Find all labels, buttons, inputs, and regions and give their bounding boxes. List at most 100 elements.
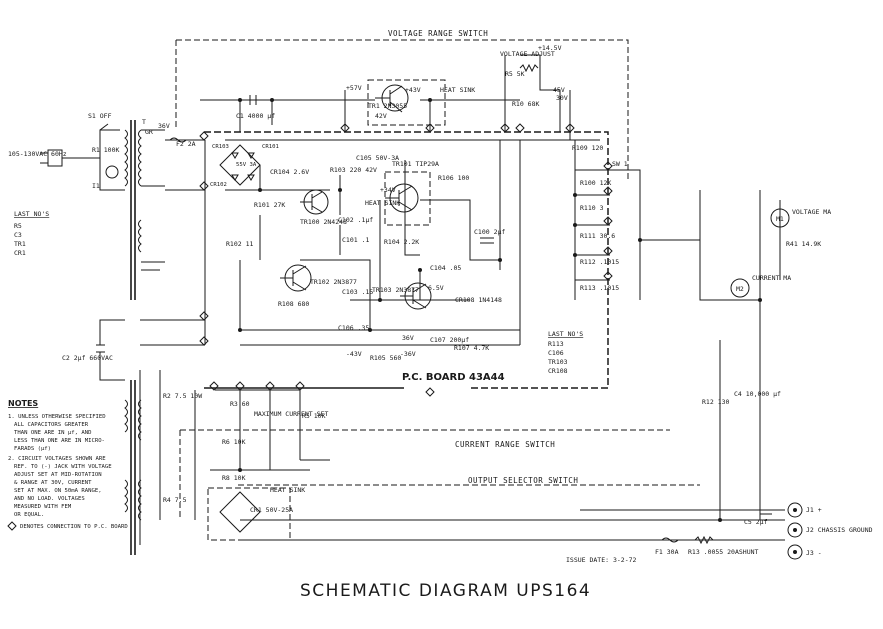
junction-dots <box>238 98 762 522</box>
cr104-label: CR104 2.6V <box>270 168 309 176</box>
r10-label: R10 68K <box>512 100 539 108</box>
potentiometer-r5-icon <box>519 63 539 73</box>
bridge-voltage-label: 55V 3A <box>236 162 257 168</box>
tr101-label: TR101 TIP29A <box>392 160 439 168</box>
last-nos-right-title: LAST NO'S <box>548 330 583 338</box>
output-jack-j2[interactable] <box>787 522 803 538</box>
current-range-switch-frame: CURRENT RANGE SWITCH <box>179 429 670 520</box>
fuse-f1-icon <box>661 537 679 543</box>
notes-body: 1. UNLESS OTHERWISE SPECIFIED ALL CAPACI… <box>8 414 112 518</box>
c105-label: C105 50V-3A <box>356 154 399 162</box>
last-nos-right-3: TR103 <box>548 358 568 366</box>
ammeter-m2-icon <box>730 278 750 298</box>
r3-label: R3 60 <box>230 400 250 408</box>
cr102-label: CR102 <box>210 182 227 188</box>
r105-label: R105 560 <box>370 354 401 362</box>
r112-label: R112 .1015 <box>580 258 619 266</box>
last-nos-left-title: LAST NO'S <box>14 210 49 218</box>
volt-45-label: 45V <box>553 86 565 94</box>
c102-label: C102 .1µf <box>338 216 373 224</box>
note-line: LESS THAN ONE ARE IN MICRO- <box>14 438 105 444</box>
tr103-label: TR103 2N3877 <box>372 286 419 294</box>
r41-label: R41 14.9K <box>786 240 821 248</box>
volt-65-label: 6.5V <box>428 284 444 292</box>
volt-145-label: +14.5V <box>538 44 562 52</box>
transistor-tr100-icon <box>300 189 329 215</box>
volt-43-label: +43V <box>405 86 421 94</box>
cr103-label: CR103 <box>212 144 229 150</box>
pcb-connection-markers <box>199 123 613 397</box>
ammeter-label: CURRENT MA <box>752 274 791 282</box>
c1-label: C1 4000 µf <box>236 112 275 120</box>
tr102-label: TR102 2N3877 <box>310 278 357 286</box>
c5-label: C5 2µf <box>744 518 768 526</box>
c103-label: C103 .15 <box>342 288 373 296</box>
capacitor-c2-label: C2 2µf 660VAC <box>62 354 113 362</box>
r110-label: R110 3 <box>580 204 604 212</box>
transistor-tr103-icon <box>400 282 432 310</box>
voltage-range-switch-label: VOLTAGE RANGE SWITCH <box>388 29 488 38</box>
shunt-r13-icon <box>694 535 714 545</box>
m2-label: M2 <box>736 285 744 293</box>
r109-label: R109 120 <box>572 144 603 152</box>
capacitor-c1-icon <box>249 95 257 105</box>
mains-label: 105-130VAC 60Hz <box>8 150 67 158</box>
tr1-label: TR1 2N3055 <box>368 102 407 110</box>
c107-label: C107 200µf <box>430 336 469 344</box>
output-jack-j3[interactable] <box>787 544 803 560</box>
volt-57-label: +57V <box>346 84 362 92</box>
pc-board-label: P.C. BOARD 43A44 <box>402 372 505 383</box>
r8-label: R8 10K <box>222 474 246 482</box>
pc-board-outline <box>204 131 609 389</box>
r4-label: R4 7.5 <box>163 496 187 504</box>
bridge-rectifier-cr1-icon <box>219 491 261 533</box>
capacitor-c5-icon <box>760 513 772 521</box>
switch-s1-label: S1 OFF <box>88 112 112 120</box>
last-nos-right-1: R113 <box>548 340 564 348</box>
note-line: THAN ONE ARE IN µf, AND <box>14 430 92 436</box>
last-nos-right-4: CR108 <box>548 367 568 375</box>
transformer-icon <box>124 120 165 555</box>
r102-label: R102 11 <box>226 240 253 248</box>
r101-label: R101 27K <box>254 201 285 209</box>
transformer-tap-gr: GR <box>145 128 153 136</box>
heat-sink-tr101-frame <box>384 171 431 226</box>
voltmeter-m1-icon <box>770 208 790 228</box>
resistor-r1-label: R1 100K <box>92 146 119 154</box>
volt-43n-label: -43V <box>346 350 362 358</box>
transformer-tap-36v: 36V <box>158 122 170 130</box>
note-line: 2. CIRCUIT VOLTAGES SHOWN ARE <box>8 456 106 462</box>
r103-label: R103 220 42V <box>330 166 377 174</box>
neon-lamp-icon <box>105 165 119 179</box>
output-jack-j1[interactable] <box>787 502 803 518</box>
r13-label: R13 .0055 20ASHUNT <box>688 548 759 556</box>
transistor-tr102-icon <box>280 264 312 292</box>
r111-label: R111 30.6 <box>580 232 615 240</box>
note-line: ADJUST SET AT MID-ROTATION <box>14 472 102 478</box>
bridge-rectifier-icon <box>219 144 261 186</box>
transistor-tr101-icon <box>385 183 419 213</box>
switch-sw1-label: SW 1 <box>612 160 628 168</box>
note-line: MEASURED WITH FEM <box>14 504 72 510</box>
c101-label: C101 .1 <box>342 236 369 244</box>
r6-label: R6 10K <box>222 438 246 446</box>
note-line: SET AT MAX. ON 50mA RANGE, <box>14 488 102 494</box>
note-line: REF. TO (-) JACK WITH VOLTAGE <box>14 464 112 470</box>
heat-sink-mid-label: HEAT SINK <box>365 199 400 207</box>
current-range-switch-label: CURRENT RANGE SWITCH <box>455 440 555 449</box>
last-nos-left-2: C3 <box>14 231 22 239</box>
heat-sink-top-label: HEAT SINK <box>440 86 475 94</box>
note-line: & RANGE AT 30V, CURRENT <box>14 480 92 486</box>
r108-label: R108 680 <box>278 300 309 308</box>
r107-label: R107 4.7K <box>454 344 489 352</box>
cr108-label: CR108 1N4148 <box>455 296 502 304</box>
note-line: FARADS (µf) <box>14 446 51 452</box>
voltage-range-switch-frame: VOLTAGE RANGE SWITCH <box>175 29 629 180</box>
transistor-tr1-icon <box>375 84 409 113</box>
neon-i1-label: I1 <box>92 182 100 190</box>
ac-plug-icon <box>40 149 80 167</box>
pcb-connection-legend-icon <box>7 521 17 531</box>
r100-label: R100 12K <box>580 179 611 187</box>
r5-label: R5 5K <box>505 70 525 78</box>
